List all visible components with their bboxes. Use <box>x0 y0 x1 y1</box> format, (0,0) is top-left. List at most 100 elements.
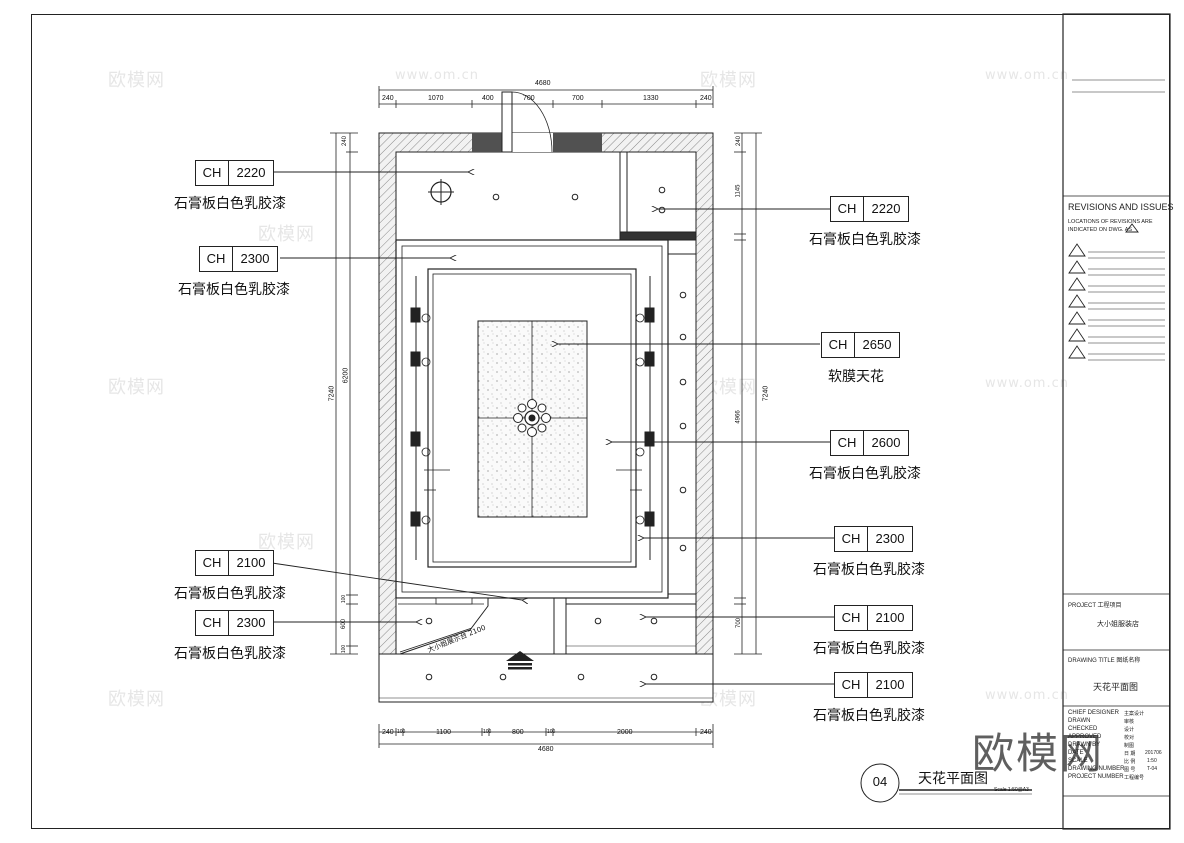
dim-top: 400 <box>482 95 494 102</box>
watermark-url: www.om.cn <box>985 68 1069 83</box>
dim-left: 100 <box>341 644 348 654</box>
watermark-big: 欧模网 <box>972 729 1105 778</box>
tb-row-label: APPROVED <box>1068 734 1102 740</box>
dim-right: 240 <box>736 135 743 147</box>
tb-row-value: 1:50 <box>1147 758 1157 764</box>
callout-key: CH <box>835 606 868 630</box>
drawing-title: 天花平面图 <box>918 771 988 787</box>
dim-right: 1145 <box>735 184 742 198</box>
watermark-brand: 欧模网 <box>258 532 315 553</box>
callout-key: CH <box>822 333 855 357</box>
dim-top: 1070 <box>428 95 444 102</box>
drawing-number: 04 <box>872 774 888 789</box>
tb-row-cn: 设计 <box>1124 727 1135 733</box>
dimension-lines <box>330 86 762 748</box>
watermark-brand: 欧模网 <box>108 689 165 710</box>
callout-value: 2300 <box>875 531 905 546</box>
watermark-brand: 欧模网 <box>108 70 165 91</box>
dim-left: 100 <box>341 594 348 604</box>
dim-bottom: 100 <box>397 729 406 735</box>
callout-note: 石膏板白色乳胶漆 <box>809 232 921 248</box>
tb-row-label: DATE <box>1068 750 1084 756</box>
callout-key: CH <box>196 611 229 635</box>
callout-box: CH 2100 <box>834 605 913 631</box>
dim-top: 240 <box>382 95 394 102</box>
watermark-brand: 欧模网 <box>108 377 165 398</box>
callout-note: 石膏板白色乳胶漆 <box>813 562 925 578</box>
callout-value: 2220 <box>871 201 901 216</box>
track-spotlights <box>410 276 655 560</box>
tb-row-cn: 制图 <box>1124 743 1135 749</box>
tb-row-label: CHECKED <box>1068 726 1098 732</box>
watermark-brand: 欧模网 <box>700 689 757 710</box>
exhaust-fan-icon <box>428 179 454 205</box>
dim-right: 4966 <box>735 410 742 424</box>
dim-bottom: 1100 <box>436 729 452 736</box>
callout-value: 2100 <box>875 610 905 625</box>
tb-row-cn: 主案设计 <box>1124 711 1145 717</box>
dim-left-total: 7240 <box>328 385 336 402</box>
tb-row-cn: 图 号 <box>1124 767 1136 773</box>
title-block-frame <box>1062 13 1171 830</box>
callout-value: 2100 <box>236 555 266 570</box>
entrance-arrow-icon <box>506 651 534 670</box>
watermark-url: www.om.cn <box>985 376 1069 391</box>
dim-top-total: 4680 <box>535 80 551 87</box>
callout-key: CH <box>835 527 868 551</box>
callout-value: 2650 <box>862 337 892 352</box>
callout-box: CH 2300 <box>199 246 278 272</box>
project-name: 大小姐服装店 <box>1097 621 1139 628</box>
callout-box: CH 2220 <box>195 160 274 186</box>
project-label: PROJECT 工程项目 <box>1068 603 1122 609</box>
callout-note: 石膏板白色乳胶漆 <box>813 641 925 657</box>
dim-top: 1330 <box>643 95 659 102</box>
callout-key: CH <box>200 247 233 271</box>
dim-left: 6200 <box>342 367 350 384</box>
dim-top: 700 <box>523 95 535 102</box>
callout-note: 石膏板白色乳胶漆 <box>174 646 286 662</box>
callout-box: CH 2300 <box>834 526 913 552</box>
callout-box: CH 2100 <box>195 550 274 576</box>
drawing-scale: Scale 1:50@A3 <box>994 787 1029 793</box>
tb-row-label: SCALE <box>1068 758 1088 764</box>
dim-bottom: 240 <box>382 729 394 736</box>
dim-bottom: 240 <box>700 729 712 736</box>
drawing-title-symbol <box>860 763 1032 803</box>
dim-top: 240 <box>700 95 712 102</box>
callout-value: 2600 <box>871 435 901 450</box>
revisions-title: REVISIONS AND ISSUES <box>1068 202 1174 212</box>
callout-note: 石膏板白色乳胶漆 <box>809 466 921 482</box>
downlights <box>425 186 687 681</box>
dim-top: 700 <box>572 95 584 102</box>
callout-key: CH <box>835 673 868 697</box>
leader-lines <box>271 172 834 684</box>
drawing-title-label: DRAWING TITLE 图纸名称 <box>1068 658 1141 664</box>
callout-note: 软膜天花 <box>828 369 884 385</box>
tb-row-cn: 比 例 <box>1124 759 1136 765</box>
tb-row-label: DRAWN <box>1068 718 1091 724</box>
callout-value: 2220 <box>236 165 266 180</box>
tb-row-label: DRAWN BY <box>1068 742 1101 748</box>
callout-value: 2100 <box>875 677 905 692</box>
tb-row-cn: 审核 <box>1124 719 1135 725</box>
dim-left: 240 <box>342 135 349 147</box>
watermark-url: www.om.cn <box>985 688 1069 703</box>
callout-note: 石膏板白色乳胶漆 <box>174 586 286 602</box>
dim-bottom: 2000 <box>617 729 633 736</box>
callout-note: 石膏板白色乳胶漆 <box>178 282 290 298</box>
callout-key: CH <box>831 197 864 221</box>
tb-row-label: DRAWING NUMBER <box>1068 766 1125 772</box>
watermark-brand: 欧模网 <box>700 70 757 91</box>
callout-key: CH <box>831 431 864 455</box>
callout-box: CH 2600 <box>830 430 909 456</box>
callout-note: 石膏板白色乳胶漆 <box>174 196 286 212</box>
callout-key: CH <box>196 551 229 575</box>
callout-box: CH 2100 <box>834 672 913 698</box>
callout-value: 2300 <box>240 251 270 266</box>
dim-bottom-total: 4680 <box>538 746 554 753</box>
tb-row-label: PROJECT NUMBER <box>1068 774 1124 780</box>
callout-box: CH 2220 <box>830 196 909 222</box>
callout-box: CH 2300 <box>195 610 274 636</box>
tb-row-cn: 工程编号 <box>1124 775 1145 781</box>
ceiling-zones <box>395 151 697 655</box>
